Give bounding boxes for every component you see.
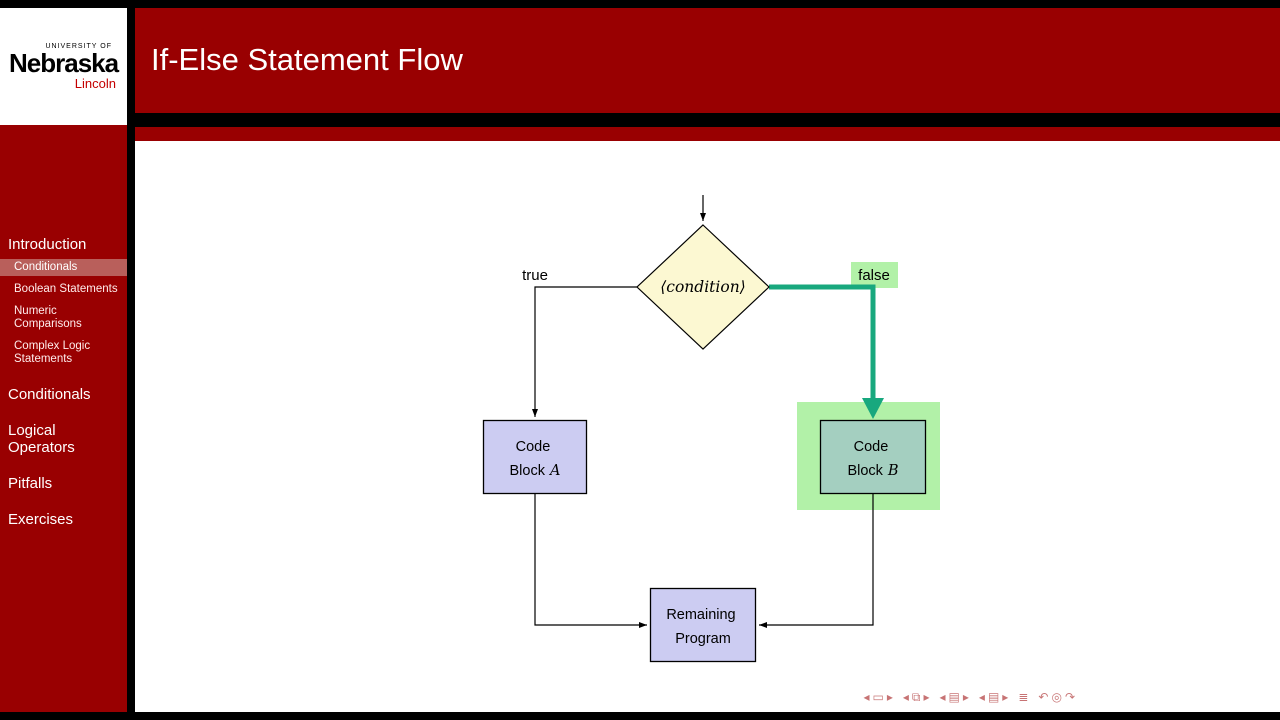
remaining-program-label: Remaining Program [666, 607, 739, 647]
nav-forward-icon[interactable]: ↷ [1064, 690, 1075, 704]
false-label: false [858, 267, 890, 284]
nav-back-icon[interactable]: ↶ [1038, 690, 1049, 704]
a-to-remaining-line [534, 493, 647, 628]
sidebar-item-boolean-statements[interactable]: Boolean Statements [14, 283, 118, 295]
nav-frame-forward-icon[interactable]: ▸ [923, 690, 930, 704]
false-label-highlight [851, 262, 898, 288]
nav-slide-icon[interactable]: ▭ [872, 690, 884, 704]
nav-slide-forward-icon[interactable]: ▸ [886, 690, 893, 704]
nav-find-icon[interactable]: ◎ [1051, 690, 1062, 704]
nav-frame-group: ◂ ⧉ ▸ [903, 691, 930, 703]
nav-subsection-icon[interactable]: ▤ [948, 690, 960, 704]
nav-section-forward-icon[interactable]: ▸ [1002, 690, 1009, 704]
nav-section-icon[interactable]: ▤ [987, 690, 1000, 704]
sidebar-item-conditionals[interactable]: Conditionals [8, 386, 91, 403]
logo-university-of: UNIVERSITY OF [45, 42, 112, 50]
header-underline [135, 127, 1280, 141]
nav-subsection-group: ◂ ▤ ▸ [940, 691, 969, 703]
sidebar: Introduction Conditionals Boolean Statem… [0, 125, 127, 712]
nav-presentation-icon[interactable]: ≣ [1018, 690, 1029, 704]
beamer-navigation: ◂ ▭ ▸ ◂ ⧉ ▸ ◂ ▤ ▸ ◂ ▤ ▸ ≣ [863, 691, 1075, 703]
nav-slide-back-icon[interactable]: ◂ [863, 690, 870, 704]
remaining-program-box [649, 587, 757, 663]
nav-section-group: ◂ ▤ ▸ [979, 691, 1008, 703]
sidebar-item-pitfalls[interactable]: Pitfalls [8, 475, 53, 492]
title-bar: If-Else Statement Flow [135, 8, 1280, 113]
code-block-b [819, 419, 927, 495]
slide-title: If-Else Statement Flow [151, 42, 463, 77]
b-to-remaining-line [759, 493, 874, 628]
nav-section-back-icon[interactable]: ◂ [978, 690, 985, 704]
nav-slide-group: ◂ ▭ ▸ [863, 691, 892, 703]
logo-lincoln: Lincoln [74, 75, 116, 91]
true-label: true [522, 267, 548, 284]
university-logo: UNIVERSITY OF Nebraska Lincoln [0, 8, 127, 125]
sidebar-item-conditionals-current[interactable]: Conditionals [0, 259, 127, 276]
false-branch-arrow [769, 284, 876, 399]
nav-history-group: ↶ ◎ ↷ [1038, 691, 1075, 703]
sidebar-item-numeric-comparisons[interactable]: Numeric Comparisons [14, 305, 82, 330]
sidebar-item-introduction[interactable]: Introduction [8, 236, 87, 253]
nav-frame-icon[interactable]: ⧉ [911, 690, 921, 704]
condition-diamond [636, 224, 770, 350]
condition-label: ⟨condition⟩ [660, 278, 745, 296]
sidebar-item-logical-operators[interactable]: Logical Operators [8, 422, 75, 456]
nav-presentation-group: ≣ [1018, 691, 1028, 703]
sidebar-item-complex-logic-statements[interactable]: Complex Logic Statements [14, 340, 91, 365]
false-branch-arrowhead [862, 398, 884, 419]
nav-frame-back-icon[interactable]: ◂ [902, 690, 909, 704]
sidebar-item-exercises[interactable]: Exercises [8, 511, 74, 528]
logo-nebraska: Nebraska [9, 47, 119, 78]
nav-subsection-back-icon[interactable]: ◂ [939, 690, 946, 704]
true-branch-line [532, 286, 637, 417]
code-block-a [482, 419, 588, 495]
nav-subsection-forward-icon[interactable]: ▸ [962, 690, 969, 704]
